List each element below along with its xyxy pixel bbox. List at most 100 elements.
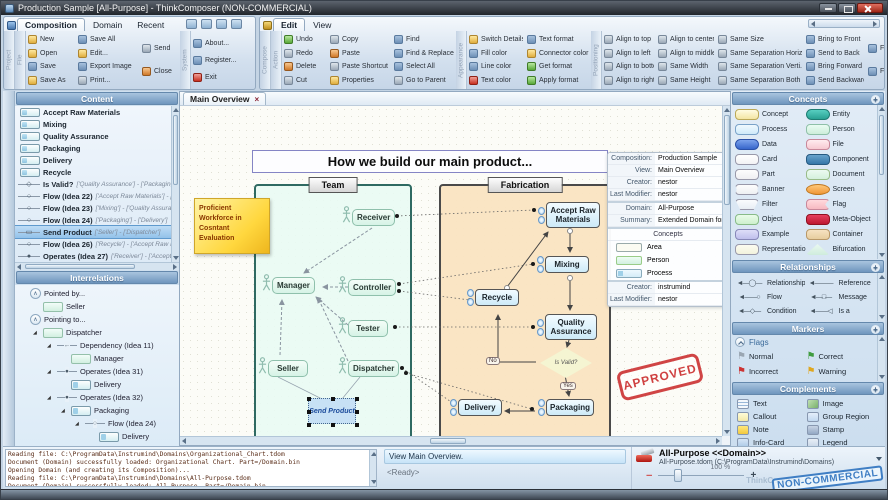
team-container-header[interactable]: Team	[308, 177, 358, 193]
palette-concept-item[interactable]: Screen	[805, 182, 877, 197]
palette-concept-item[interactable]: Entity	[805, 107, 877, 122]
palette-concept-item[interactable]: Meta-Object	[805, 212, 877, 227]
redo-button[interactable]: Redo	[284, 47, 326, 59]
palette-scrollbar[interactable]	[877, 335, 885, 381]
interrelation-item[interactable]: ◢ ○ Flow (Idea 24)	[75, 418, 156, 429]
process-node[interactable]: Accept Raw Materials	[538, 202, 600, 229]
edit-button[interactable]: Edit...	[78, 47, 138, 59]
paste-shortcut-button[interactable]: Paste Shortcut	[330, 61, 390, 73]
palette-relationship-item[interactable]: ◄—◯— Relationship	[733, 276, 805, 290]
get-format-button[interactable]: Get format	[527, 61, 589, 73]
palette-concept-item[interactable]: Representation	[735, 242, 806, 257]
palette-flag-item[interactable]: ⚑ Incorrect	[737, 365, 779, 377]
person-node[interactable]: Manager	[262, 274, 315, 297]
send-to-back-button[interactable]: Send to Back	[806, 47, 864, 59]
person-node[interactable]: Tester	[338, 317, 388, 340]
quick-new-button[interactable]	[186, 19, 198, 29]
flip-vertical-button[interactable]: Flip Vertical	[868, 65, 884, 77]
content-list-item[interactable]: Packaging	[15, 142, 171, 154]
log-panel[interactable]: Reading file: C:\ProgramData\Instrumind\…	[5, 449, 377, 487]
palette-complement-item[interactable]: Group Region	[806, 410, 877, 423]
palette-flag-item[interactable]: ⚑ Normal	[737, 350, 774, 362]
content-list-item[interactable]: ▭ Send Product ['Seller'] - ['Dispatcher…	[15, 225, 172, 239]
flags-subheader[interactable]: Flags	[731, 335, 876, 349]
connector-color-button[interactable]: Connector color	[527, 47, 589, 59]
palette-concept-item[interactable]: Container	[805, 227, 877, 242]
flip-horizontal-button[interactable]: Flip Horizontal	[868, 43, 884, 55]
palette-scrollbar[interactable]	[877, 273, 885, 321]
exit-button[interactable]: Exit	[193, 71, 243, 83]
delete-button[interactable]: Delete	[284, 61, 326, 73]
add-icon[interactable]: +	[871, 324, 880, 334]
interrelation-item[interactable]: Manager	[15, 352, 179, 365]
view-tab-main-overview[interactable]: Main Overview ×	[183, 92, 267, 105]
sidebar-edge-strip[interactable]	[3, 91, 15, 446]
palette-concept-item[interactable]: File	[805, 137, 877, 152]
same-height-button[interactable]: Same Height	[658, 74, 714, 86]
same-separation-verti-button[interactable]: Same Separation Verti.	[718, 61, 802, 73]
align-middle-button[interactable]: Align to middle	[658, 47, 714, 59]
text-format-button[interactable]: Text format	[527, 34, 589, 46]
content-list-item[interactable]: Delivery	[15, 154, 171, 166]
quick-open-button[interactable]	[201, 19, 213, 29]
content-list-item[interactable]: ◇ Is Valid? ['Quality Assurance'] - ['Pa…	[15, 178, 171, 190]
palette-concept-item[interactable]: Example	[735, 227, 806, 242]
person-node[interactable]: Seller	[258, 357, 308, 380]
decision-node[interactable]: Is Valid?	[540, 348, 592, 378]
canvas-vscrollbar[interactable]	[722, 106, 731, 436]
send-button[interactable]: Send	[142, 43, 178, 55]
palette-complement-item[interactable]: Stamp	[806, 423, 877, 436]
same-separation-horiz-button[interactable]: Same Separation Horiz.	[718, 47, 802, 59]
switch-details-button[interactable]: Switch Details	[469, 34, 523, 46]
content-hscrollbar[interactable]	[15, 262, 179, 270]
diagram-title[interactable]: How we build our main product...	[252, 150, 608, 173]
new-button[interactable]: New	[28, 34, 74, 46]
content-list-item[interactable]: Recycle	[15, 166, 171, 178]
same-width-button[interactable]: Same Width	[658, 61, 714, 73]
ribbon-tab[interactable]: Composition	[17, 18, 85, 31]
palette-concept-item[interactable]: Data	[735, 137, 806, 152]
zoom-slider-thumb[interactable]	[674, 469, 683, 483]
zoom-in-button[interactable]: +	[750, 469, 757, 481]
save-button[interactable]: Save	[28, 61, 74, 73]
go-to-parent-button[interactable]: Go to Parent	[394, 74, 454, 86]
interrelation-item[interactable]: ∧ Pointing to...	[15, 313, 179, 326]
palette-concept-item[interactable]: Process	[735, 122, 806, 137]
process-node[interactable]: Packaging	[538, 399, 595, 417]
save-all-button[interactable]: Save All	[78, 34, 138, 46]
palette-concept-item[interactable]: Filter	[735, 197, 806, 212]
palette-complement-item[interactable]: Text	[737, 397, 807, 410]
palette-relationship-item[interactable]: ◄——○ Flow	[733, 290, 805, 304]
palette-relationship-item[interactable]: ◄——— Reference	[805, 276, 877, 290]
ribbon-tab[interactable]: Domain	[92, 20, 123, 30]
zoom-out-button[interactable]: −	[646, 469, 653, 482]
text-color-button[interactable]: Text color	[469, 74, 523, 86]
person-node[interactable]: Dispatcher	[338, 357, 400, 380]
tab-close-icon[interactable]: ×	[254, 94, 260, 104]
palette-relationship-item[interactable]: ◄—□— Message	[805, 290, 877, 304]
palette-concept-item[interactable]: Part	[735, 167, 806, 182]
palette-relationship-item[interactable]: ◄—◇— Condition	[733, 304, 805, 318]
process-node[interactable]: Quality Assurance	[537, 314, 597, 341]
interrelation-item[interactable]: ◢ Dispatcher	[33, 327, 102, 338]
sticky-note[interactable]: Proficient Workforce in Cosntant Evaluat…	[194, 198, 270, 254]
maximize-button[interactable]	[838, 3, 856, 13]
align-center-button[interactable]: Align to center	[658, 34, 714, 46]
minimize-button[interactable]	[819, 3, 837, 13]
quick-save-button[interactable]	[231, 19, 243, 29]
palette-concept-item[interactable]: Person	[805, 122, 877, 137]
palette-scrollbar[interactable]	[877, 105, 885, 259]
send-backward-button[interactable]: Send Backward	[806, 74, 864, 86]
bring-forward-button[interactable]: Bring Forward	[806, 61, 864, 73]
interrelation-item[interactable]: ◢ Packaging	[61, 405, 130, 416]
domain-dropdown-icon[interactable]	[876, 457, 882, 461]
send-product-link[interactable]: Send Product	[307, 397, 356, 424]
interrelation-item[interactable]: ◢ ● Operates (Idea 31)	[47, 366, 143, 377]
find-button[interactable]: Find	[394, 34, 454, 46]
content-list-item[interactable]: Quality Assurance	[15, 130, 171, 142]
palette-flag-item[interactable]: ⚑ Warning	[806, 365, 847, 377]
same-separation-both-button[interactable]: Same Separation Both	[718, 74, 802, 86]
zoom-slider[interactable]: 100 %	[658, 464, 745, 483]
interrelation-item[interactable]: Delivery	[15, 378, 179, 391]
interrelation-item[interactable]: ◢ ← Dependency (Idea 11)	[47, 340, 154, 351]
